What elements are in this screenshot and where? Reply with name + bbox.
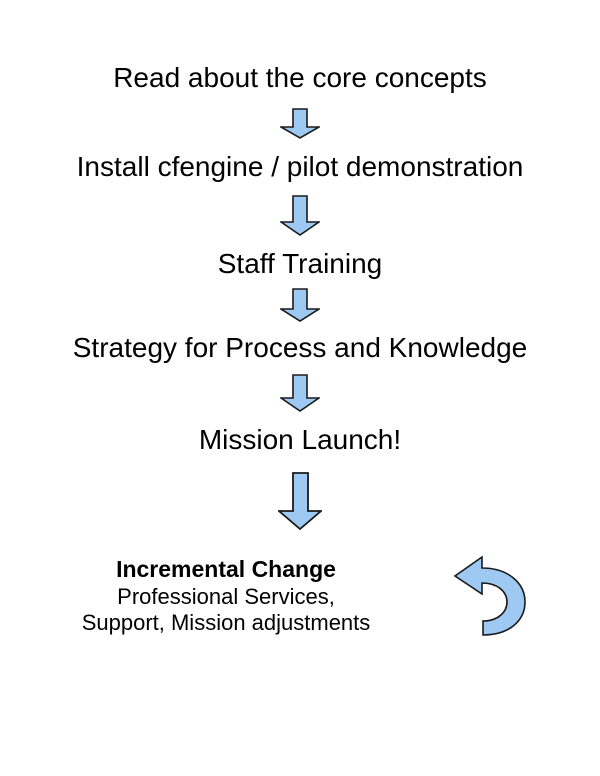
final-step-text: Incremental Change Professional Services…: [0, 556, 452, 635]
down-arrow-icon: [280, 195, 320, 236]
connector-arrow-1: [0, 108, 600, 139]
circular-arrow-icon: [453, 555, 526, 636]
flow-step-4-label: Strategy for Process and Knowledge: [72, 332, 528, 363]
flow-step-3-label: Staff Training: [217, 248, 383, 279]
final-step-title: Incremental Change: [116, 556, 336, 583]
final-step-line-1: Professional Services,: [117, 584, 335, 610]
flow-step-2-label: Install cfengine / pilot demonstration: [76, 151, 524, 182]
final-step-group: Incremental Change Professional Services…: [0, 554, 600, 638]
flow-step-5-label: Mission Launch!: [198, 424, 402, 455]
final-step-line-2: Support, Mission adjustments: [81, 609, 371, 635]
down-arrow-icon: [280, 108, 320, 139]
cycle-arrow-wrap: [452, 554, 548, 638]
down-arrow-icon: [280, 288, 320, 322]
connector-arrow-4: [0, 374, 600, 412]
connector-arrow-3: [0, 288, 600, 322]
flow-step-1-label: Read about the core concepts: [113, 62, 487, 93]
connector-arrow-5: [0, 472, 600, 530]
down-arrow-icon: [280, 374, 320, 412]
down-arrow-icon: [278, 472, 322, 530]
connector-arrow-2: [0, 195, 600, 236]
